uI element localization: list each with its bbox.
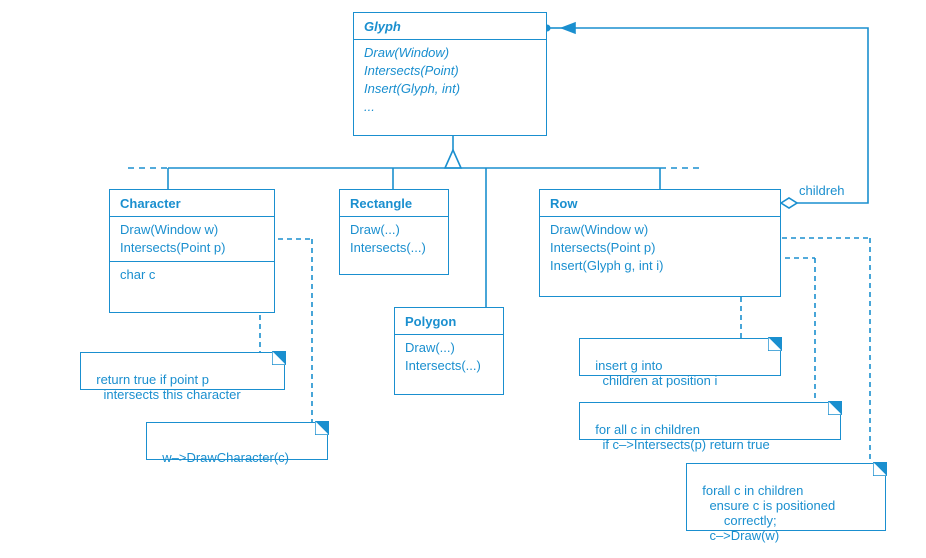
- character-op-intersects: Intersects(Point p): [120, 240, 226, 255]
- row-op-insert: Insert(Glyph g, int i): [550, 258, 664, 273]
- class-row-name: Row: [540, 190, 780, 217]
- glyph-op-more: ...: [364, 99, 375, 114]
- glyph-op-insert: Insert(Glyph, int): [364, 81, 461, 96]
- note-char-intersects: return true if point p intersects this c…: [80, 351, 286, 402]
- note-char-draw-text: w–>DrawCharacter(c): [162, 450, 290, 465]
- note-fold-icon: [271, 351, 286, 366]
- class-character-attrs: char c: [110, 261, 274, 288]
- class-glyph-name: Glyph: [354, 13, 546, 40]
- note-row-intersects: for all c in children if c–>Intersects(p…: [579, 401, 842, 452]
- note-fold-icon: [314, 421, 329, 436]
- row-op-draw: Draw(Window w): [550, 222, 649, 237]
- class-rectangle-ops: Draw(...) Intersects(...): [340, 217, 448, 261]
- aggregation-label-children: childreh: [799, 183, 845, 198]
- aggregation-line: [562, 27, 869, 204]
- glyph-op-draw: Draw(Window): [364, 45, 450, 60]
- class-character: Character Draw(Window w) Intersects(Poin…: [109, 189, 275, 313]
- rectangle-op-intersects: Intersects(...): [350, 240, 426, 255]
- note-row-insert-text: insert g into children at position i: [595, 358, 718, 388]
- rectangle-op-draw: Draw(...): [350, 222, 400, 237]
- row-op-intersects: Intersects(Point p): [550, 240, 656, 255]
- note-char-intersects-text: return true if point p intersects this c…: [96, 372, 241, 402]
- aggregation-diamond: [779, 197, 799, 209]
- note-row-insert: insert g into children at position i: [579, 337, 782, 388]
- class-polygon: Polygon Draw(...) Intersects(...): [394, 307, 504, 395]
- class-character-name: Character: [110, 190, 274, 217]
- class-glyph: Glyph Draw(Window) Intersects(Point) Ins…: [353, 12, 547, 136]
- class-rectangle: Rectangle Draw(...) Intersects(...): [339, 189, 449, 275]
- class-row-ops: Draw(Window w) Intersects(Point p) Inser…: [540, 217, 780, 279]
- class-polygon-ops: Draw(...) Intersects(...): [395, 335, 503, 379]
- note-row-draw-text: forall c in children ensure c is positio…: [702, 483, 836, 543]
- note-row-draw: forall c in children ensure c is positio…: [686, 462, 887, 543]
- class-row: Row Draw(Window w) Intersects(Point p) I…: [539, 189, 781, 297]
- class-polygon-name: Polygon: [395, 308, 503, 335]
- polygon-op-intersects: Intersects(...): [405, 358, 481, 373]
- note-fold-icon: [872, 462, 887, 477]
- note-row-intersects-text: for all c in children if c–>Intersects(p…: [595, 422, 770, 452]
- polygon-op-draw: Draw(...): [405, 340, 455, 355]
- class-rectangle-name: Rectangle: [340, 190, 448, 217]
- inheritance-triangle: [443, 148, 463, 169]
- note-fold-icon: [767, 337, 782, 352]
- character-attr-c: char c: [120, 267, 156, 282]
- glyph-op-intersects: Intersects(Point): [364, 63, 459, 78]
- aggregation-arrowhead: [559, 21, 576, 35]
- class-glyph-ops: Draw(Window) Intersects(Point) Insert(Gl…: [354, 40, 546, 120]
- character-op-draw: Draw(Window w): [120, 222, 219, 237]
- class-character-ops: Draw(Window w) Intersects(Point p): [110, 217, 274, 261]
- note-fold-icon: [827, 401, 842, 416]
- note-char-draw: w–>DrawCharacter(c): [146, 421, 329, 465]
